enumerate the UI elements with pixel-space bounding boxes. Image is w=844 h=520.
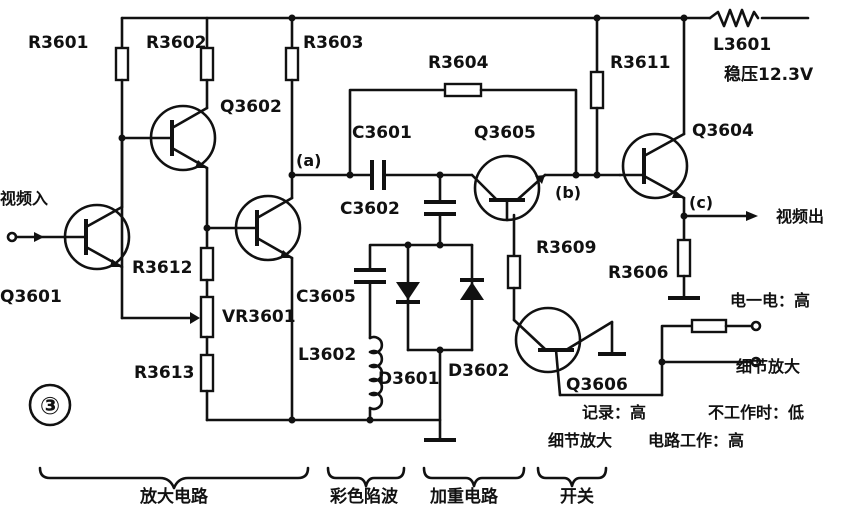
video-out-label: 视频出 xyxy=(776,207,824,226)
c3601-label: C3601 xyxy=(352,123,412,143)
r3604-label: R3604 xyxy=(428,53,489,73)
r3611-resistor xyxy=(589,16,605,177)
q3602-label: Q3602 xyxy=(220,97,282,117)
c3601-capacitor xyxy=(290,160,474,190)
d3601-label: D3601 xyxy=(378,369,439,389)
note-detail-enhance: 细节放大 xyxy=(736,357,800,376)
q3605-label: Q3605 xyxy=(474,123,536,143)
q3601-label: Q3601 xyxy=(0,287,62,307)
r3609-resistor xyxy=(506,213,522,322)
figure-number: ③ xyxy=(40,392,60,420)
node-c-label: (c) xyxy=(689,193,713,212)
supply-label: 稳压12.3V xyxy=(724,64,814,85)
q3602-transistor xyxy=(120,104,217,232)
section-amplifier: 放大电路 xyxy=(139,486,209,507)
section-emphasis: 加重电路 xyxy=(429,486,499,507)
c3605-label: C3605 xyxy=(296,287,356,307)
switch-control xyxy=(658,318,762,397)
note-power-high: 电一电：高 xyxy=(730,291,810,310)
l3602-inductor xyxy=(368,335,384,422)
section-braces xyxy=(38,466,608,490)
c3602-capacitor xyxy=(424,173,456,354)
r3613-label: R3613 xyxy=(134,363,194,383)
note-record: 记录：高 xyxy=(582,403,646,422)
r3603-resistor xyxy=(284,16,300,200)
q3606-transistor xyxy=(512,306,664,397)
r3606-resistor xyxy=(668,238,700,300)
q3602b-transistor xyxy=(205,171,302,422)
node-b-label: (b) xyxy=(555,183,581,202)
r3602-resistor xyxy=(199,16,215,110)
note-detail-circuit: 细节放大 xyxy=(548,431,612,450)
note-idle: 不工作时：低 xyxy=(708,403,804,422)
c3602-label: C3602 xyxy=(340,199,400,219)
q3604-transistor xyxy=(618,14,689,242)
vr3601-potentiometer xyxy=(120,295,215,357)
r3603-label: R3603 xyxy=(303,33,363,53)
section-switch: 开关 xyxy=(560,486,594,507)
video-output xyxy=(682,211,758,221)
diode-pair xyxy=(396,241,484,352)
video-input xyxy=(6,231,88,243)
section-color-trap: 彩色陷波 xyxy=(329,486,399,507)
video-in-label: 视频入 xyxy=(0,189,48,208)
r3601-label: R3601 xyxy=(28,33,88,53)
note-working: 电路工作：高 xyxy=(648,431,744,450)
r3612-resistor xyxy=(199,226,215,299)
l3602-label: L3602 xyxy=(298,345,356,365)
ground-rail xyxy=(205,348,456,442)
q3606-label: Q3606 xyxy=(566,375,628,395)
l3601-label: L3601 xyxy=(713,35,771,55)
r3609-label: R3609 xyxy=(536,238,596,258)
figure-number-circle xyxy=(28,383,72,427)
d3602-label: D3602 xyxy=(448,361,509,381)
r3613-resistor xyxy=(199,353,215,422)
supply-rail xyxy=(120,8,810,28)
q3601-transistor xyxy=(63,136,131,271)
r3606-label: R3606 xyxy=(608,263,668,283)
r3612-label: R3612 xyxy=(132,258,192,278)
q3604-label: Q3604 xyxy=(692,121,754,141)
c3605-capacitor xyxy=(354,243,410,340)
r3604-resistor xyxy=(348,82,578,177)
vr3601-label: VR3601 xyxy=(222,307,296,327)
r3602-label: R3602 xyxy=(146,33,206,53)
r3611-label: R3611 xyxy=(610,53,670,73)
node-a-label: (a) xyxy=(296,151,321,170)
